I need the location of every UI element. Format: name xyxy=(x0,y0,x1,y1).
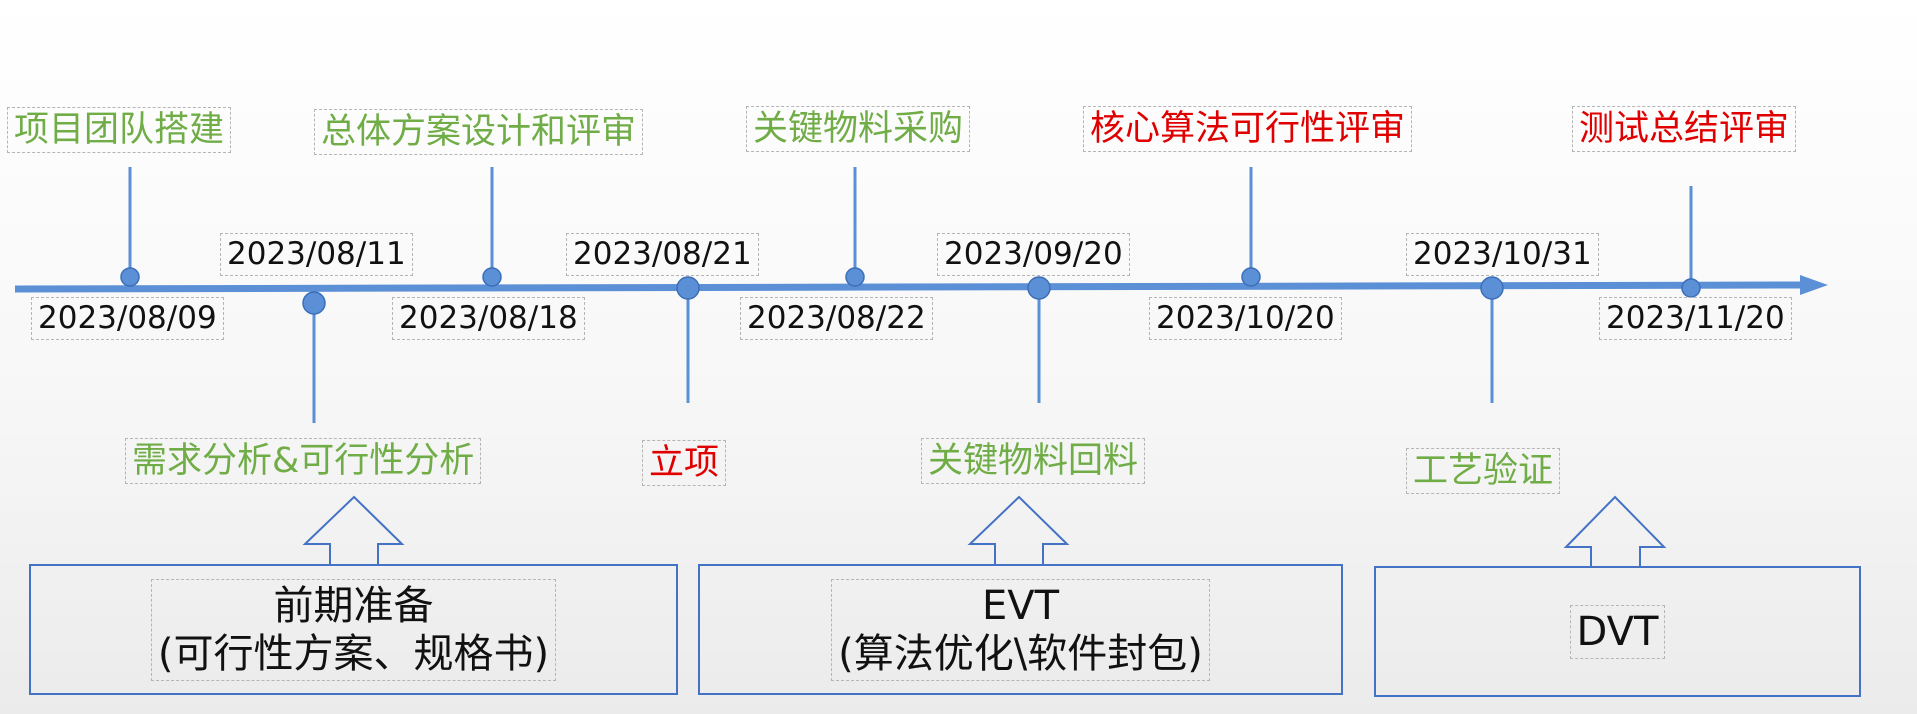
event-label: 立项 xyxy=(642,440,727,486)
phase-box-evt: EVT (算法优化\软件封包) xyxy=(698,564,1343,695)
milestone-dot xyxy=(1681,278,1701,298)
event-date: 2023/08/22 xyxy=(740,297,933,341)
event-date: 2023/08/09 xyxy=(31,297,224,341)
event-label: 需求分析&可行性分析 xyxy=(125,438,482,484)
phase-subtitle: (算法优化\软件封包) xyxy=(838,630,1203,677)
phase-title: DVT xyxy=(1576,608,1659,655)
event-label: 关键物料采购 xyxy=(746,106,971,152)
up-arrow xyxy=(302,495,405,566)
event-date: 2023/08/21 xyxy=(566,233,759,277)
phase-text: EVT (算法优化\软件封包) xyxy=(831,578,1210,681)
event-label: 测试总结评审 xyxy=(1572,106,1797,152)
milestone-dot xyxy=(482,267,502,287)
event-date: 2023/11/20 xyxy=(1599,297,1792,341)
timeline-axis xyxy=(14,281,1806,293)
milestone-dot xyxy=(676,276,700,300)
milestone-dot xyxy=(845,267,865,287)
milestone-dot xyxy=(1241,267,1261,287)
up-arrow xyxy=(1563,495,1667,568)
milestone-dot xyxy=(120,267,140,287)
event-label: 关键物料回料 xyxy=(921,438,1146,484)
phase-box-dvt: DVT xyxy=(1374,566,1861,697)
phase-subtitle: (可行性方案、规格书) xyxy=(157,630,550,677)
timeline-arrowhead xyxy=(1800,275,1828,295)
event-label: 工艺验证 xyxy=(1406,448,1561,494)
milestone-dot xyxy=(1480,276,1504,300)
phase-title: 前期准备 xyxy=(273,582,434,629)
event-date: 2023/10/20 xyxy=(1149,297,1342,341)
event-date: 2023/10/31 xyxy=(1406,233,1599,277)
event-label: 核心算法可行性评审 xyxy=(1083,106,1413,152)
milestone-dot xyxy=(302,291,326,315)
milestone-dot xyxy=(1027,276,1051,300)
event-date: 2023/09/20 xyxy=(937,233,1130,277)
phase-title: EVT xyxy=(981,582,1060,629)
phase-text: 前期准备 (可行性方案、规格书) xyxy=(150,578,557,681)
up-arrow xyxy=(967,495,1070,566)
phase-box-prep: 前期准备 (可行性方案、规格书) xyxy=(29,564,678,695)
event-date: 2023/08/18 xyxy=(392,297,585,341)
event-label: 总体方案设计和评审 xyxy=(314,109,644,155)
event-date: 2023/08/11 xyxy=(220,233,413,277)
phase-text: DVT xyxy=(1569,604,1666,659)
event-label: 项目团队搭建 xyxy=(7,107,232,153)
